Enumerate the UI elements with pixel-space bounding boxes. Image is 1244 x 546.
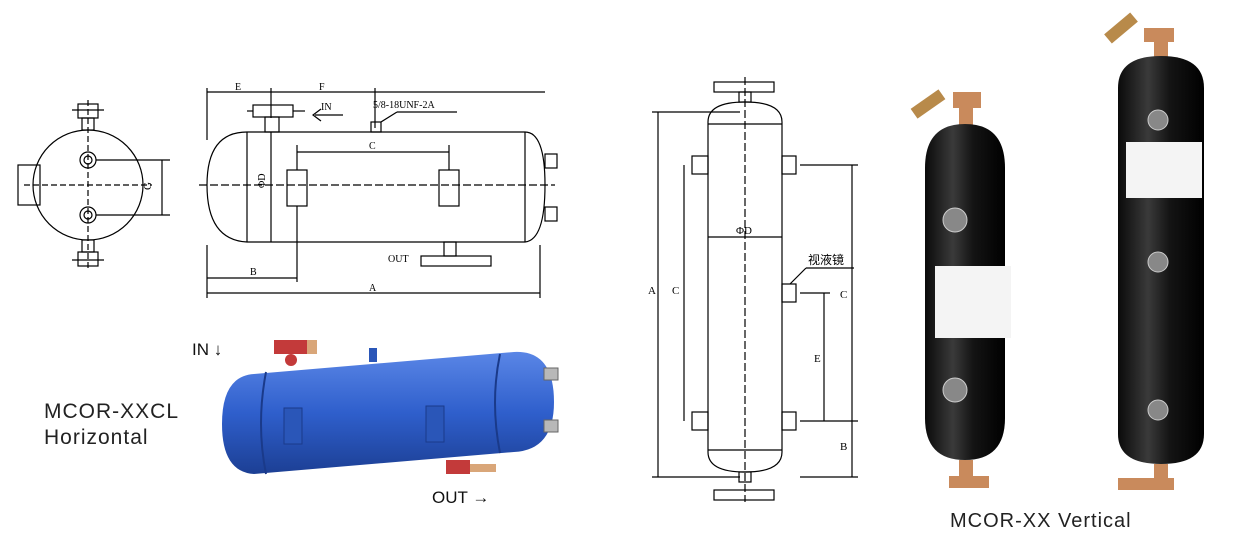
inlet-callout: IN ↓ <box>192 340 222 360</box>
dim-b-label: B <box>250 267 257 278</box>
dim-out-label: OUT <box>388 254 409 265</box>
dim-c-label: C <box>369 141 376 152</box>
outlet-callout: OUT → <box>432 488 489 508</box>
vertical-receiver-photo-small <box>910 89 1011 488</box>
vdim-e-label: E <box>814 353 821 365</box>
vertical-receiver-photo-large <box>1104 12 1204 490</box>
horizontal-model-name: MCOR-XXCL <box>44 400 180 423</box>
inlet-label: IN <box>192 340 209 359</box>
dim-e-label: E <box>235 82 241 93</box>
vertical-model-caption: MCOR-XX Vertical <box>950 510 1132 532</box>
dim-d-label: ΦD <box>257 173 268 188</box>
vdim-d-label: ΦD <box>736 225 752 237</box>
horizontal-side-drawing: E F 5/8-18UNF-2A IN C ΦD OUT B A <box>199 82 558 298</box>
end-view-drawing: G <box>17 100 170 270</box>
vdim-c-left-label: C <box>672 285 679 297</box>
end-view-dim-g: G <box>142 182 154 190</box>
vertical-drawing: A C ΦD 视液镜 C E B <box>648 77 858 502</box>
dim-f-label: F <box>319 82 325 93</box>
inlet-arrow-icon: ↓ <box>213 340 223 359</box>
outlet-arrow-icon: → <box>472 488 490 507</box>
horizontal-orientation: Horizontal <box>44 426 149 449</box>
dim-a-label: A <box>369 283 377 294</box>
outlet-label: OUT <box>432 488 468 507</box>
vdim-b-label: B <box>840 441 847 453</box>
thread-spec: 5/8-18UNF-2A <box>373 100 435 111</box>
horizontal-model-caption: MCOR-XXCL Horizontal <box>44 399 179 451</box>
horizontal-receiver-photo <box>222 340 559 475</box>
vdim-a-label: A <box>648 285 656 297</box>
dim-in-label: IN <box>321 102 332 113</box>
vdim-sight-glass-label: 视液镜 <box>808 252 844 267</box>
vdim-c-right-label: C <box>840 289 847 301</box>
